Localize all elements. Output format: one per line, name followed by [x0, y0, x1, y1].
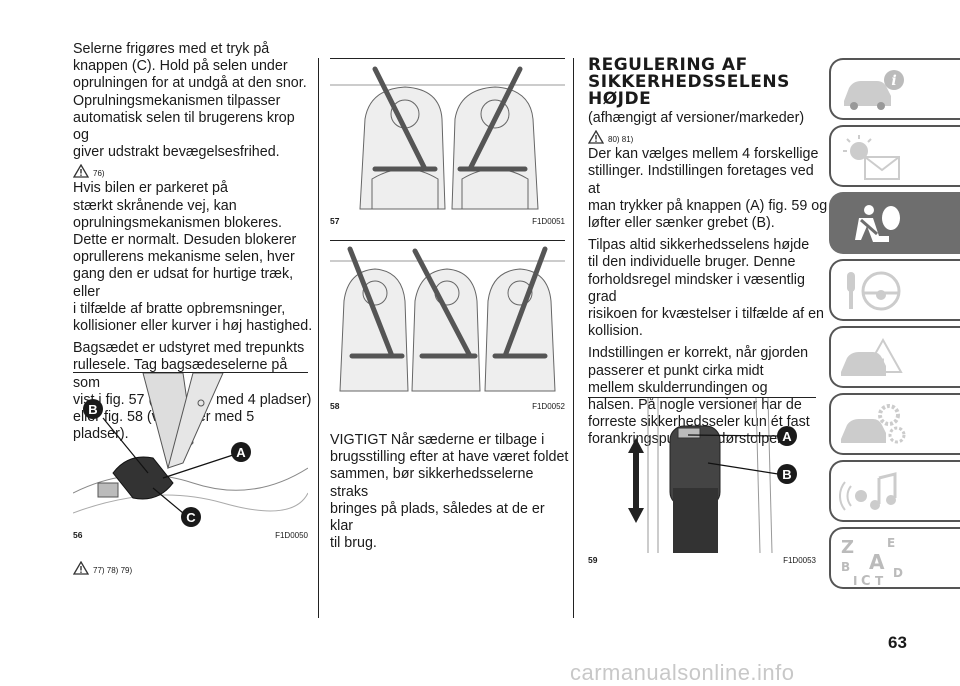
label-b: B [88, 402, 97, 417]
svg-text:!: ! [881, 355, 886, 371]
index-letter: C [861, 574, 871, 587]
label-a: A [782, 429, 792, 444]
tab-car-info[interactable]: i [829, 58, 960, 120]
figure-number: 58 [330, 401, 340, 411]
seat-airbag-icon [855, 205, 900, 242]
car-emergency-icon: ! [841, 337, 903, 376]
watermark: carmanualsonline.info [570, 660, 795, 685]
warning-reference: 80) 81) [588, 130, 828, 144]
figure-57: 57 F1D0051 [330, 58, 565, 229]
warning-triangle-icon [73, 164, 89, 179]
car-service-gears-icon [841, 404, 906, 444]
label-b: B [782, 467, 791, 482]
figure-59: A B 59 F1D0053 [588, 397, 816, 566]
column-divider [318, 58, 319, 618]
figure-code: F1D0053 [783, 556, 816, 565]
figure-56: B A C 56 F1D0050 [73, 372, 308, 541]
rear-seats-4-illustration [330, 66, 565, 210]
warning-triangle-icon [73, 561, 89, 575]
index-letter: T [875, 574, 884, 587]
tab-starting-driving[interactable] [829, 259, 960, 321]
figure-number: 59 [588, 555, 598, 565]
label-a: A [236, 445, 246, 460]
index-letter: B [841, 560, 850, 574]
index-letter: A [869, 550, 885, 574]
multimedia-icon [839, 472, 897, 511]
svg-text:i: i [891, 73, 896, 89]
figure-number: 56 [73, 530, 83, 540]
tab-index[interactable]: Z E B A I C T D [829, 527, 960, 589]
warning-reference: 76) [73, 164, 313, 178]
index-letters-icon: Z E B A I C T D [841, 536, 903, 587]
page-number: 63 [888, 633, 907, 652]
warning-light-envelope-icon [843, 135, 900, 180]
tab-multimedia[interactable] [829, 460, 960, 522]
tab-safety[interactable] [829, 192, 960, 254]
key-steering-wheel-icon [847, 271, 901, 311]
figure-code: F1D0051 [532, 217, 565, 226]
figure-58: 58 F1D0052 [330, 240, 565, 413]
column-divider [573, 58, 574, 618]
figure-number: 57 [330, 216, 340, 226]
subtitle: (afhængigt af versioner/markeder) [588, 110, 805, 126]
tab-emergency[interactable]: ! [829, 326, 960, 388]
warning-triangle-icon [588, 130, 604, 144]
car-info-icon: i [844, 70, 904, 110]
warning-reference: 77) 78) 79) [73, 561, 132, 575]
tab-warning-lights[interactable] [829, 125, 960, 187]
seatbelt-buckle-illustration: B A C [73, 373, 308, 527]
index-letter: D [893, 566, 903, 580]
index-letter: E [887, 536, 895, 550]
label-c: C [186, 510, 196, 525]
figure-code: F1D0050 [275, 531, 308, 540]
index-letter: Z [841, 537, 854, 558]
rear-seats-5-illustration [330, 246, 565, 392]
tab-maintenance[interactable] [829, 393, 960, 455]
figure-code: F1D0052 [532, 402, 565, 411]
belt-height-adjuster-illustration: A B [628, 398, 797, 553]
index-letter: I [853, 574, 857, 587]
